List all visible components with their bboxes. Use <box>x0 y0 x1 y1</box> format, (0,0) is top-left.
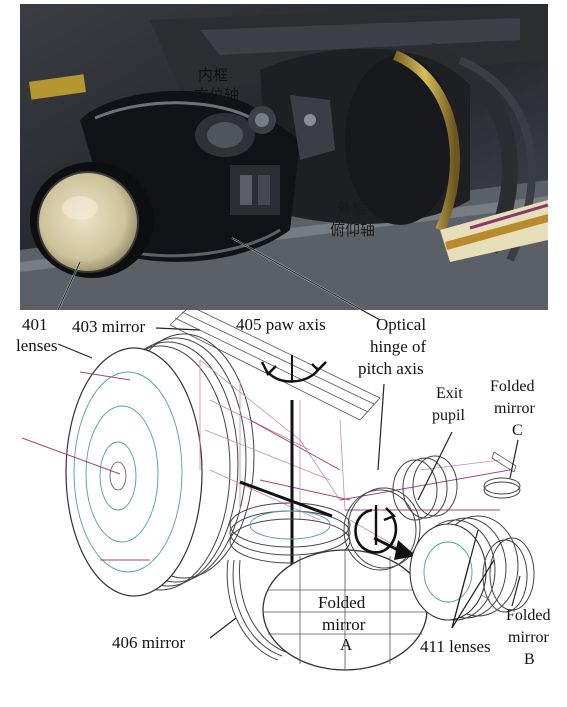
lens-401-shape <box>21 333 255 597</box>
inner-frame-label-line2: 方位轴 <box>194 86 239 104</box>
label-405-paw-axis: 405 paw axis <box>236 315 326 334</box>
outer-frame-label-line1: 外框 <box>337 199 367 217</box>
lens-411-shape <box>392 455 535 621</box>
pitch-hinge-shape <box>343 487 421 571</box>
label-406-mirror: 406 mirror <box>112 633 186 652</box>
folded-mirror-a-shape <box>262 549 428 671</box>
label-folded-mirror-c-line1: Folded <box>490 378 534 395</box>
label-folded-mirror-a-line3: A <box>340 635 353 654</box>
mirror-406-shape <box>226 559 287 661</box>
label-optical-hinge-line2: hinge of <box>370 337 427 356</box>
label-411-lenses: 411 lenses <box>420 637 491 656</box>
label-exit-pupil-line1: Exit <box>436 385 463 402</box>
inner-frame-label-line1: 内框 <box>198 66 228 84</box>
mirror-403-shape <box>169 305 381 421</box>
label-optical-hinge-line1: Optical <box>376 315 426 334</box>
label-optical-hinge-line3: pitch axis <box>358 359 424 378</box>
label-folded-mirror-c-line3: C <box>512 422 523 439</box>
gimbal-photo: 内框 方位轴 外框 俯仰轴 <box>20 4 548 310</box>
label-401-line2: lenses <box>16 336 58 355</box>
outer-frame-label-line2: 俯仰轴 <box>330 221 375 239</box>
folded-mirror-c-shape <box>483 451 521 499</box>
label-folded-mirror-b-line1: Folded <box>506 607 550 624</box>
optical-line-diagram: 401 lenses 403 mirror 405 paw axis Optic… <box>16 305 550 671</box>
callout-leaders <box>57 327 521 639</box>
label-403-mirror: 403 mirror <box>72 317 146 336</box>
label-folded-mirror-b-line3: B <box>524 651 535 668</box>
label-exit-pupil-line2: pupil <box>432 407 465 424</box>
label-folded-mirror-c-line2: mirror <box>494 400 536 417</box>
label-folded-mirror-a-line1: Folded <box>318 593 366 612</box>
label-401-line1: 401 <box>22 315 48 334</box>
label-folded-mirror-a-line2: mirror <box>322 615 366 634</box>
photo-leader-lines <box>57 237 381 321</box>
label-folded-mirror-b-line2: mirror <box>508 629 550 646</box>
